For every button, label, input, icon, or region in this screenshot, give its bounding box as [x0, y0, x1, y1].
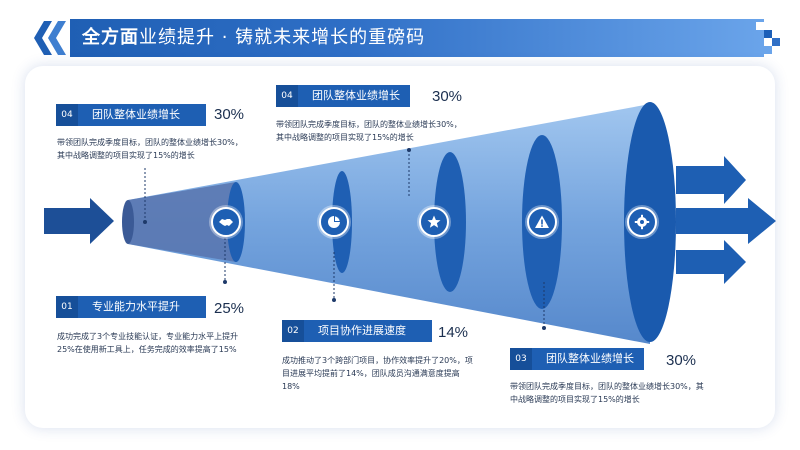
- chevron-icon: [34, 21, 52, 55]
- decor-square: [764, 46, 772, 54]
- stage-tag: 02 项目协作进展速度: [282, 320, 432, 342]
- pie-chart-icon: [319, 207, 349, 237]
- stage-number: 04: [56, 104, 78, 126]
- stage-description: 带领团队完成季度目标，团队的整体业绩增长30%，其中战略调整的项目实现了15%的…: [510, 382, 704, 404]
- funnel-body: [128, 104, 650, 344]
- funnel-ring: [122, 200, 134, 244]
- page-title: 全方面业绩提升 · 铸就未来增长的重磅码: [82, 27, 426, 48]
- stage-tag: 01 专业能力水平提升: [56, 296, 206, 318]
- decor-square: [764, 30, 772, 38]
- stage-description: 带领团队完成季度目标，团队的整体业绩增长30%，其中战略调整的项目实现了15%的…: [57, 138, 243, 160]
- stage-label: 团队整体业绩增长: [92, 108, 180, 121]
- funnel-body-shade: [128, 182, 236, 262]
- chevron-icon: [48, 21, 66, 55]
- stage-number: 01: [56, 296, 78, 318]
- stage-label: 项目协作进展速度: [318, 324, 406, 337]
- stage-percent: 30%: [214, 106, 245, 123]
- stage-number: 03: [510, 348, 532, 370]
- stage-label: 专业能力水平提升: [92, 300, 180, 313]
- stage-label: 团队整体业绩增长: [312, 89, 400, 102]
- input-arrow: [44, 198, 114, 244]
- stage-percent: 30%: [666, 352, 697, 369]
- stage-description: 成功推动了3个跨部门项目，协作效率提升了20%，项目进展平均提前了14%，团队成…: [282, 356, 473, 391]
- stage-description: 成功完成了3个专业技能认证，专业能力水平上提升25%在使用新工具上，任务完成的效…: [57, 332, 239, 354]
- output-arrow: [676, 198, 776, 244]
- output-arrow: [676, 156, 746, 204]
- stage-percent: 30%: [432, 88, 463, 105]
- star-icon: [419, 207, 449, 237]
- stage-tag: 04 团队整体业绩增长: [56, 104, 206, 126]
- stage-number: 04: [276, 85, 298, 107]
- warning-icon: [527, 207, 557, 237]
- gear-icon: [627, 207, 657, 237]
- stage-tag: 04 团队整体业绩增长: [276, 85, 410, 107]
- stage-percent: 14%: [438, 324, 469, 341]
- handshake-icon: [211, 207, 241, 237]
- funnel-ring: [434, 152, 466, 292]
- decor-square: [772, 38, 780, 46]
- header-bar: [70, 19, 764, 57]
- stage-description: 带领团队完成季度目标，团队的整体业绩增长30%，其中战略调整的项目实现了15%的…: [276, 120, 462, 142]
- stage-label: 团队整体业绩增长: [546, 352, 634, 365]
- output-arrow: [676, 240, 746, 284]
- header: 全方面业绩提升 · 铸就未来增长的重磅码: [0, 0, 800, 66]
- decor-square: [756, 22, 764, 30]
- stage-percent: 25%: [214, 300, 245, 317]
- stage-tag: 03 团队整体业绩增长: [510, 348, 644, 370]
- stage-number: 02: [282, 320, 304, 342]
